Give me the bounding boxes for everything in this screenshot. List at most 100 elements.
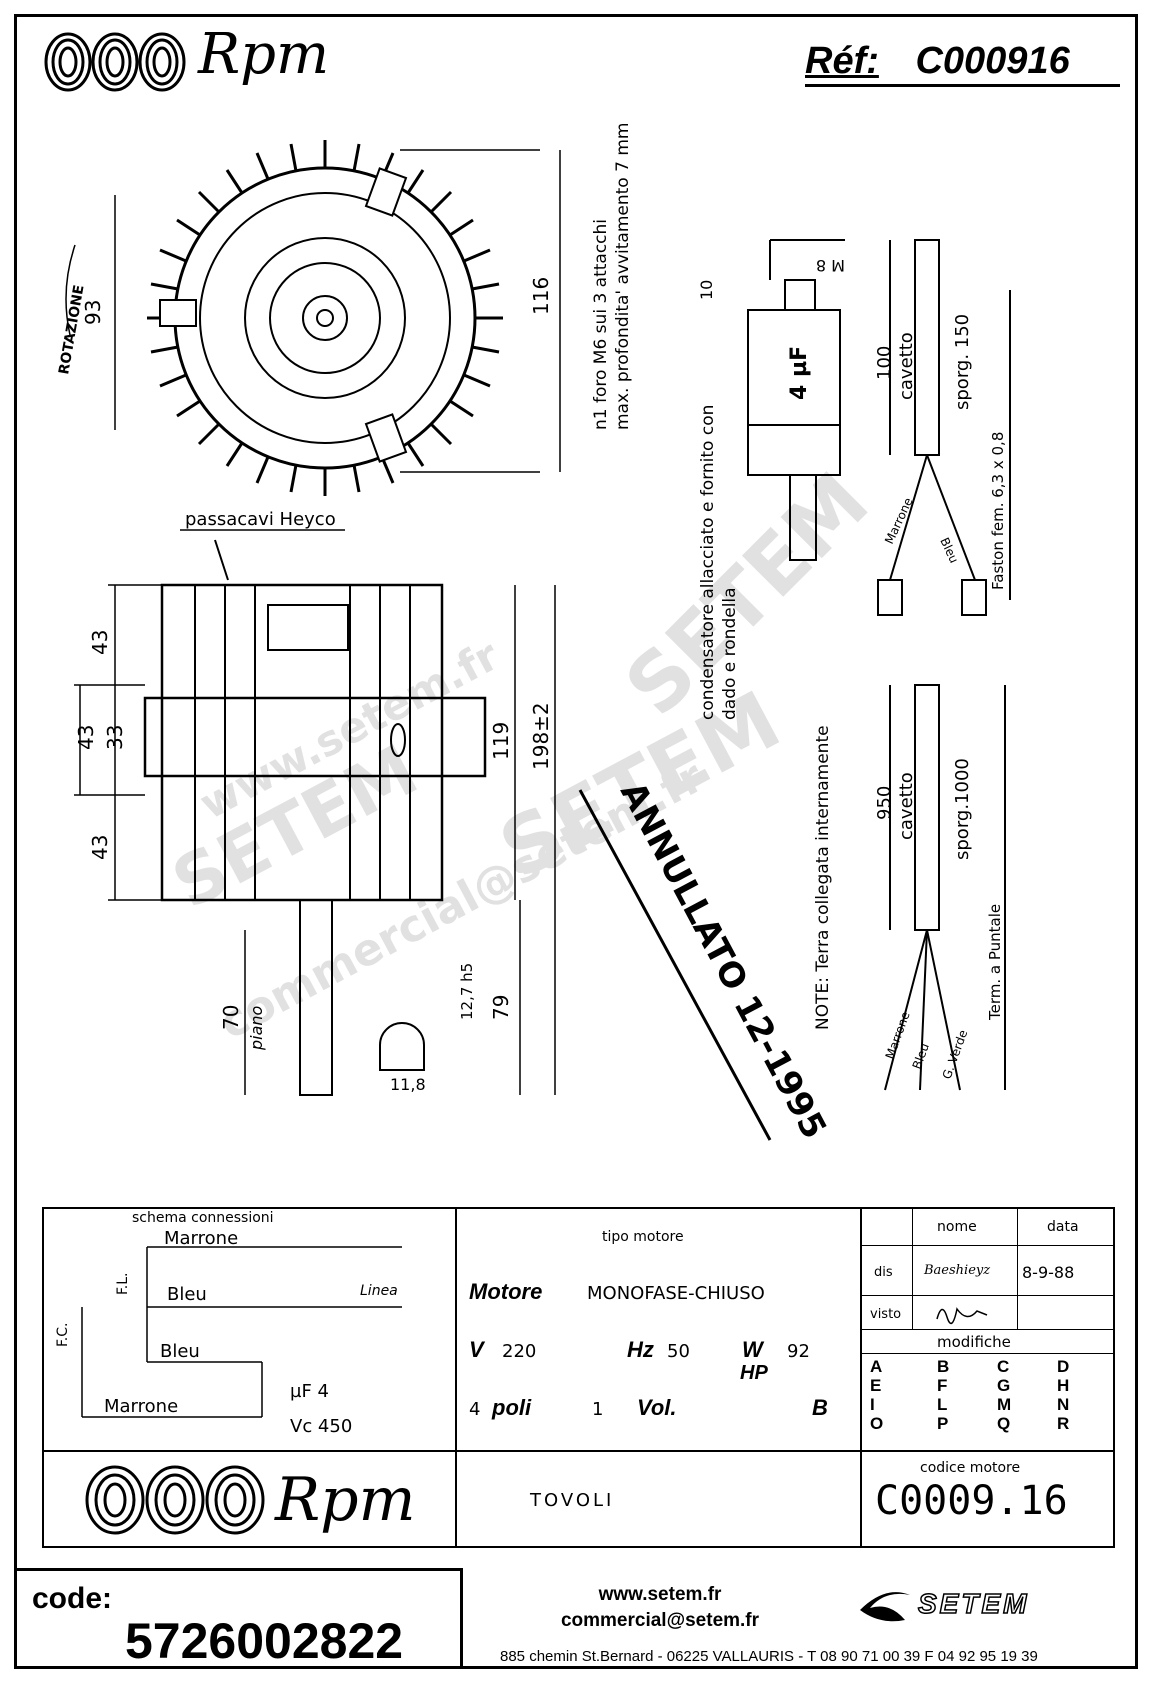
schema-bleu: Bleu [167, 1284, 207, 1305]
setem-swoosh-logo [860, 1592, 910, 1622]
modifiche-label: modifiche [937, 1333, 1011, 1351]
dim-116: 116 [529, 277, 553, 315]
rotation-label: ROTAZIONE [56, 284, 87, 376]
cavetto-100: 100 [874, 346, 895, 380]
capacitor-value: 4 µF [787, 346, 812, 400]
hz-value: 50 [667, 1341, 690, 1362]
schema-uf: µF 4 [290, 1381, 329, 1402]
motore-label: Motore [469, 1279, 543, 1304]
dis-label: dis [874, 1265, 893, 1280]
code-label: code: [32, 1582, 113, 1615]
reference: Réf: C000916 [805, 40, 1070, 83]
visto-signature [936, 1307, 988, 1325]
b-label: B [812, 1395, 828, 1420]
sporg-1000: sporg.1000 [952, 758, 973, 860]
piano-label: piano [247, 1005, 266, 1051]
hole-note-1: n1 foro M6 sui 3 attacchi [591, 219, 611, 430]
wire-gverde: G. Verde [940, 1028, 971, 1081]
motor-type-block: tipo motore Motore MONOFASE-CHIUSO V 220… [457, 1207, 860, 1450]
schema-fc: F.C. [55, 1323, 71, 1347]
schema-marrone-2: Marrone [104, 1396, 178, 1417]
nome-label: nome [937, 1219, 977, 1235]
dim-198: 198±2 [529, 702, 553, 770]
dis-date: 8-9-88 [1022, 1263, 1075, 1282]
codice-motore-label: codice motore [920, 1460, 1021, 1476]
cable-top [877, 239, 1011, 616]
mod-col-3: C G M Q [997, 1357, 1012, 1433]
schema-vc: Vc 450 [290, 1416, 352, 1437]
shaft-section [379, 1022, 425, 1071]
cap-note-2: dado e rondella [720, 587, 740, 720]
cap-note-1: condensatore allacciato e fornito con [698, 405, 718, 720]
wire-marrone-2: Marrone [883, 1010, 913, 1061]
mod-col-2: B F L P [937, 1357, 950, 1433]
brand-title: Rpm [198, 22, 330, 87]
m8-label: M 8 [816, 256, 845, 275]
cable-bottom [884, 684, 1006, 1091]
top-dimensions [65, 149, 561, 473]
title-block [42, 1207, 1115, 1548]
dim-43-mid: 43 [74, 725, 98, 750]
dis-name: Baeshieyz [924, 1263, 991, 1278]
cavetto-label-2: cavetto [896, 772, 917, 840]
v-label: V [469, 1337, 484, 1362]
tipo-motore-label: tipo motore [602, 1229, 684, 1245]
code-value: 5726002822 [125, 1613, 404, 1669]
hole-note-2: max. profondita' avvitamento 7 mm [613, 123, 633, 430]
code-box [14, 1568, 463, 1669]
poli-value: 4 [469, 1399, 481, 1420]
side-dimensions [74, 584, 556, 1095]
annullato-stamp: ANNULLATO 12-1995 [612, 775, 834, 1145]
mod-col-4: D H N R [1057, 1357, 1070, 1433]
ref-label: Réf: [805, 40, 879, 82]
footer-address: 885 chemin St.Bernard - 06225 VALLAURIS … [500, 1648, 1038, 1665]
page-frame [14, 14, 1138, 1669]
dim-43-bot: 43 [88, 835, 112, 860]
hp-label: HP [740, 1362, 768, 1384]
dim-43-top: 43 [88, 630, 112, 655]
dim-33: 33 [103, 725, 127, 750]
fan-top-view [147, 140, 503, 496]
setem-logo-text: SETEM [917, 1587, 1030, 1620]
schema-bleu-2: Bleu [160, 1341, 200, 1362]
connection-schema: schema connessioni Marrone Bleu Bleu Mar… [55, 1210, 402, 1437]
vol-pre: 1 [592, 1399, 604, 1420]
wire-marrone-1: Marrone [882, 496, 916, 547]
ref-value: C000916 [915, 40, 1070, 82]
faston-label: Faston fem. 6,3 x 0,8 [989, 432, 1007, 590]
hz-label: Hz [627, 1337, 654, 1362]
dim-11-8: 11,8 [390, 1075, 426, 1094]
dim-119: 119 [489, 722, 513, 760]
cavetto-label-1: cavetto [896, 332, 917, 400]
watermark: SETEM www.setem.fr commercial@setem.fr S… [159, 455, 886, 1050]
cable-gland-label: passacavi Heyco [185, 509, 336, 530]
dim-70: 70 [219, 1005, 243, 1030]
rpm-coil-logo-bottom [85, 1465, 265, 1535]
email-text[interactable]: commercial@setem.fr [560, 1610, 760, 1631]
data-label: data [1047, 1219, 1079, 1235]
mod-col-1: A E I O [870, 1357, 884, 1433]
term-puntale: Term. a Puntale [986, 904, 1004, 1021]
website-text[interactable]: www.setem.fr [598, 1584, 722, 1605]
dim-10: 10 [697, 280, 716, 300]
dim-79: 79 [489, 995, 513, 1020]
visto-label: visto [870, 1307, 902, 1322]
ref-underline [805, 84, 1120, 87]
website-link[interactable]: www.setem.fr commercial@setem.fr [520, 1584, 800, 1632]
schema-label: schema connessioni [132, 1210, 274, 1226]
schema-marrone: Marrone [164, 1228, 238, 1249]
technical-drawing: SETEM www.setem.fr commercial@setem.fr S… [56, 123, 1011, 1145]
codice-motore-value: C0009.16 [875, 1478, 1068, 1524]
dim-93: 93 [81, 300, 105, 325]
cavetto-950: 950 [874, 786, 895, 820]
note-terra: NOTE: Terra collegata internamente [813, 725, 833, 1030]
motor-side-view [143, 539, 487, 1096]
schema-fl: F.L. [115, 1272, 131, 1295]
v-value: 220 [502, 1341, 537, 1362]
schema-linea: Linea [360, 1283, 398, 1299]
vol-label: Vol. [637, 1395, 677, 1420]
tovoli-label: TOVOLI [530, 1490, 615, 1511]
approval-block: nome data dis Baeshieyz 8-9-88 visto mod… [862, 1207, 1115, 1450]
poli-label: poli [492, 1395, 532, 1420]
dim-12-7: 12,7 h5 [458, 963, 476, 1020]
